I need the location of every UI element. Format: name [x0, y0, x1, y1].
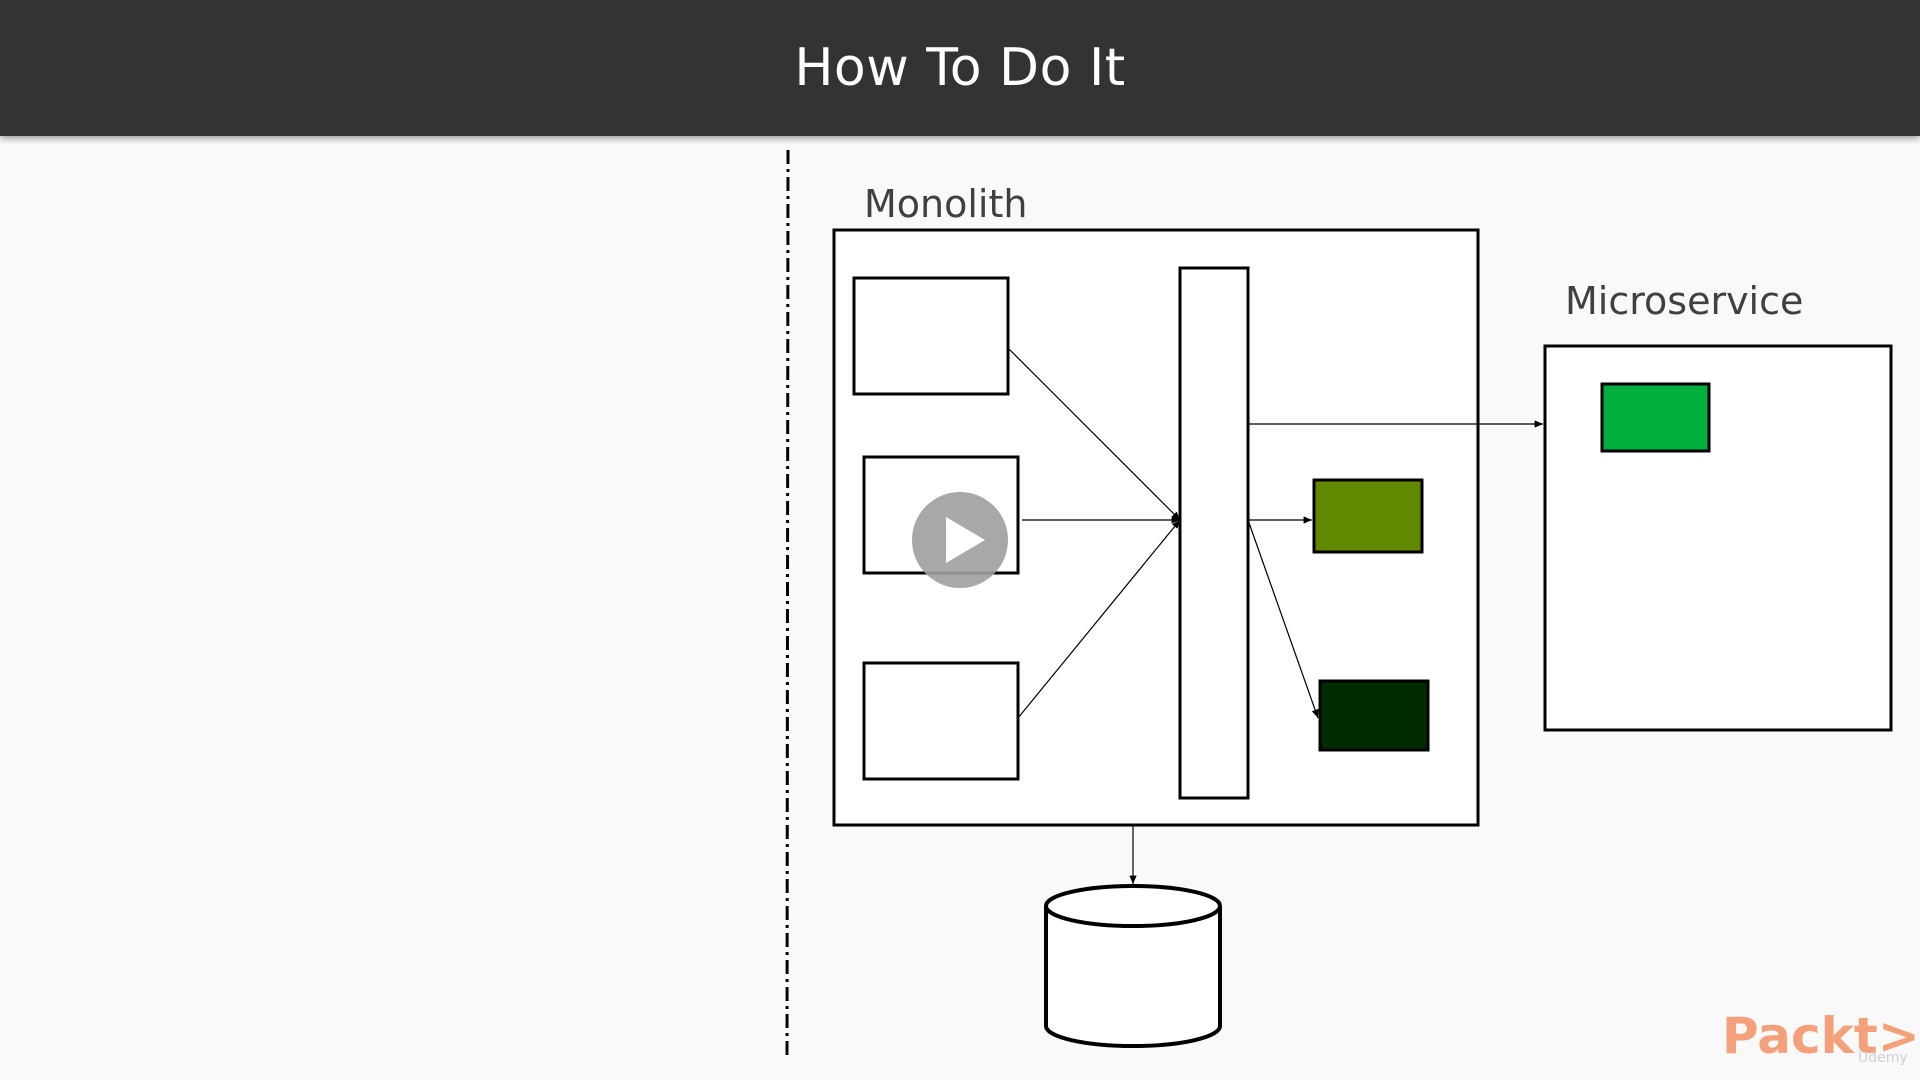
database-cylinder: [1044, 884, 1222, 1048]
component-box-top: [852, 276, 1010, 396]
packt-logo: Packt>: [1722, 1007, 1920, 1065]
microservice-label: Microservice: [1565, 279, 1803, 323]
connector-bus-to-dark: [1247, 519, 1319, 719]
microservice-box: [1543, 344, 1893, 732]
play-button[interactable]: [912, 492, 1008, 588]
monolith-label: Monolith: [864, 182, 1027, 226]
bus-bar: [1178, 266, 1250, 800]
udemy-watermark: Udemy: [1858, 1050, 1908, 1066]
page-title: How To Do It: [794, 38, 1126, 98]
bright-green-block: [1600, 382, 1711, 453]
header-bar: How To Do It: [0, 0, 1920, 136]
play-icon: [946, 517, 985, 563]
component-box-bottom: [862, 661, 1020, 781]
divider-line: [785, 149, 790, 1056]
dark-green-block: [1318, 679, 1430, 752]
connector-bottom-to-bus: [1017, 519, 1181, 719]
connector-top-to-bus: [1007, 347, 1181, 521]
olive-block: [1312, 478, 1424, 554]
